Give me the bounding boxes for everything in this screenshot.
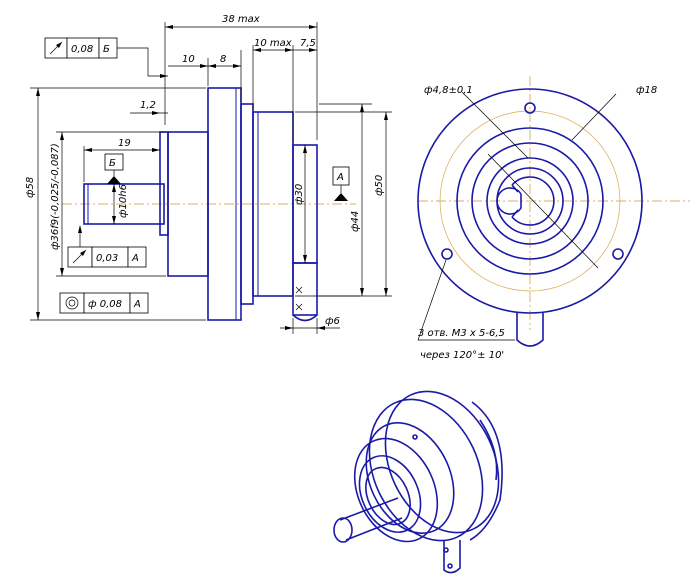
runout-arrow-icon bbox=[72, 249, 87, 264]
mount-hole-icon bbox=[441, 248, 453, 260]
tolerance-value: 0,08 bbox=[71, 44, 93, 55]
tolerance-datum: А bbox=[133, 299, 141, 310]
side-dimensions: 38 max 10 8 10 max 7,5 1,2 19 bbox=[25, 14, 392, 334]
mount-hole-icon bbox=[612, 248, 624, 260]
datum-b-label: Б bbox=[109, 158, 116, 169]
tolerance-frame-3: ф 0,08 А bbox=[59, 292, 149, 314]
body-outline bbox=[456, 127, 604, 275]
flange-outline bbox=[417, 88, 643, 314]
tolerance-datum: Б bbox=[103, 44, 110, 55]
dim-outer-diameter: ф58 bbox=[25, 177, 36, 198]
shaft bbox=[83, 183, 165, 225]
datum-a-label: А bbox=[336, 172, 344, 183]
dim-pilot-diameter: ф36f9(-0,025/-0,087) bbox=[50, 143, 61, 250]
isometric-view bbox=[333, 390, 503, 574]
mount-hole-icon bbox=[524, 102, 536, 114]
pin bbox=[292, 262, 318, 316]
dim-overall-length: 38 max bbox=[222, 14, 260, 25]
runout-arrow-icon bbox=[49, 41, 63, 55]
tolerance-value: 0,03 bbox=[96, 253, 118, 264]
tolerance-value: ф 0,08 bbox=[88, 299, 122, 310]
dim-boss-offset: 7,5 bbox=[300, 38, 316, 49]
dim-hole-diameter: ф4,8±0,1 bbox=[424, 85, 473, 96]
dim-face-diameter: ф50 bbox=[374, 175, 385, 196]
dim-boss-length: 10 max bbox=[254, 38, 292, 49]
holes-note-1: 3 отв. М3 х 5-6,5 bbox=[418, 328, 505, 339]
front-view: ф4,8±0,1 ф18 3 отв. М3 х 5-6,5 через 120… bbox=[417, 76, 690, 361]
tolerance-frame-1: 0,08 Б bbox=[44, 37, 168, 78]
datum-b: Б bbox=[104, 153, 124, 184]
datum-a: А bbox=[332, 166, 350, 201]
dim-shaft-diameter: ф10h6 bbox=[118, 184, 129, 218]
tolerance-frame-2: 0,03 А bbox=[67, 225, 147, 268]
dim-shaft-length: 19 bbox=[118, 138, 131, 149]
dim-body-diameter: ф44 bbox=[350, 211, 361, 232]
dim-boss-diameter: ф30 bbox=[294, 184, 305, 205]
tolerance-datum: А bbox=[131, 253, 139, 264]
dim-flange-width: 10 bbox=[182, 54, 195, 65]
dim-bore-diameter: ф18 bbox=[636, 85, 657, 96]
holes-note-2: через 120°± 10' bbox=[420, 350, 504, 361]
concentricity-icon bbox=[65, 296, 79, 310]
side-view bbox=[62, 87, 356, 322]
dim-shoulder: 1,2 bbox=[140, 100, 156, 111]
pin-front bbox=[516, 312, 544, 347]
dim-pin-diameter: ф6 bbox=[325, 316, 340, 327]
dim-body-step: 8 bbox=[220, 54, 226, 65]
